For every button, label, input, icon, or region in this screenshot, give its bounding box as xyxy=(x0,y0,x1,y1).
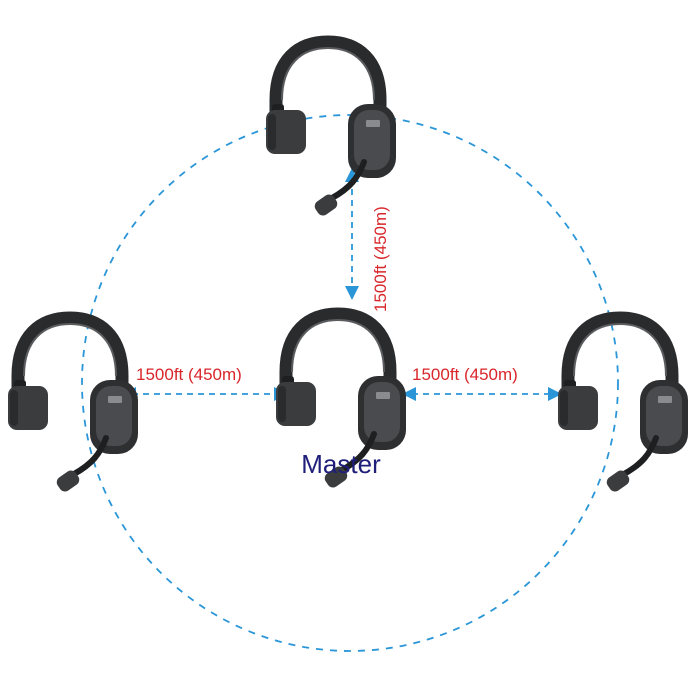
headset-icon-left xyxy=(8,318,138,494)
headset-icon-right xyxy=(558,318,688,494)
headset-icon-top xyxy=(266,42,396,218)
master-label: Master xyxy=(301,449,381,479)
right-distance-arrow xyxy=(402,387,562,401)
distance-label-top: 1500ft (450m) xyxy=(371,206,390,312)
left-distance-arrow xyxy=(122,387,288,401)
distance-label-right: 1500ft (450m) xyxy=(412,365,518,384)
range-circle xyxy=(81,114,619,652)
distance-label-left: 1500ft (450m) xyxy=(136,365,242,384)
